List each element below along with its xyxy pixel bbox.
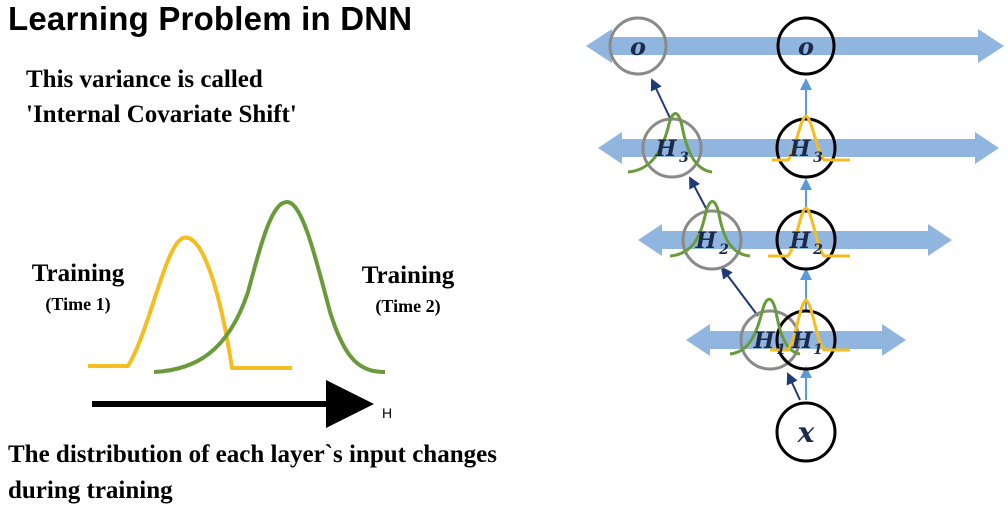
green-bell-h1 <box>729 297 801 356</box>
node-h2-right-sub: 2 <box>812 242 823 258</box>
node-h2-right-label: H <box>789 228 812 254</box>
distribution-curve-time2 <box>153 200 386 374</box>
node-h3-right <box>775 117 837 179</box>
yellow-bell-h2 <box>768 206 850 258</box>
label-training-time2-title: Training <box>361 262 455 289</box>
node-h1-left-label: H <box>753 328 776 354</box>
axis-label-h: H <box>382 405 393 421</box>
node-output-left <box>608 16 668 76</box>
label-training-time1-title: Training <box>31 260 125 287</box>
distribution-curve-time1 <box>88 235 292 370</box>
label-training-time2: Training (Time 2) <box>346 260 470 318</box>
node-h1-right-sub: 1 <box>813 342 823 358</box>
node-h2-left-sub: 2 <box>718 242 729 258</box>
node-h2-left <box>681 209 743 271</box>
node-h1-right-label: H <box>791 328 814 354</box>
arrow-h1-to-h2-left <box>720 266 759 317</box>
label-training-time2-sub: (Time 2) <box>375 296 441 316</box>
node-h3-right-label: H <box>789 136 812 162</box>
green-bell-h2 <box>669 200 751 258</box>
node-output-right <box>776 16 836 76</box>
node-h2-left-label: H <box>695 228 718 254</box>
node-h3-left-label: H <box>655 136 678 162</box>
green-bell-h3 <box>627 112 713 174</box>
band-output <box>586 29 1004 63</box>
label-training-time1-sub: (Time 1) <box>45 294 111 314</box>
node-input-x <box>775 401 837 463</box>
band-h3 <box>598 132 999 164</box>
arrow-h2-to-h3-left <box>689 176 709 213</box>
slide-title: Learning Problem in DNN <box>8 0 413 37</box>
caption-line-2: during training <box>8 477 173 504</box>
node-input-x-label: x <box>797 416 815 449</box>
node-output-left-label: o <box>630 32 646 61</box>
node-h2-right <box>775 209 837 271</box>
arrow-h3-to-o-left <box>650 78 671 119</box>
subtitle-line-1: This variance is called <box>26 66 263 93</box>
node-h3-left-sub: 3 <box>679 150 689 166</box>
node-h1-left-sub: 1 <box>776 342 786 358</box>
caption: The distribution of each layer`s input c… <box>8 437 497 509</box>
label-training-time1: Training (Time 1) <box>16 258 140 316</box>
subtitle-line-2: 'Internal Covariate Shift' <box>26 101 297 128</box>
caption-line-1: The distribution of each layer`s input c… <box>8 441 497 468</box>
yellow-bell-h3 <box>772 114 850 162</box>
arrow-x-to-h1-left <box>786 372 801 401</box>
node-output-right-label: o <box>798 32 814 61</box>
node-h1-right <box>775 309 837 371</box>
node-h3-right-sub: 3 <box>813 150 823 166</box>
subtitle: This variance is called 'Internal Covari… <box>26 62 297 132</box>
node-h1-left <box>739 309 801 371</box>
yellow-bell-h1 <box>770 298 850 352</box>
